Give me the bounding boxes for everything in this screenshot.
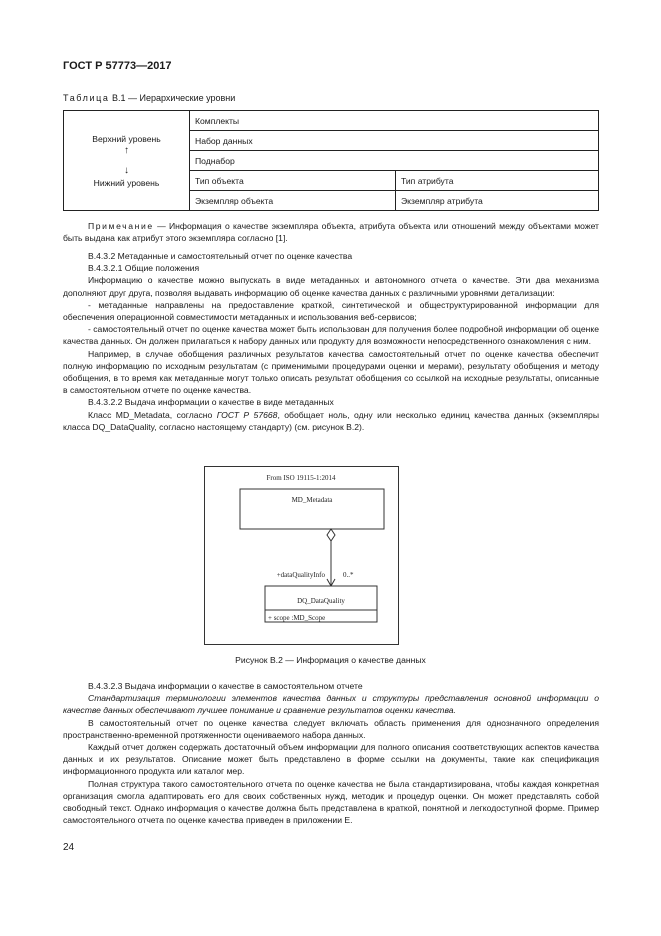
bottom-level-label: Нижний уровень xyxy=(93,177,160,188)
dq-dataquality-class-name: DQ_DataQuality xyxy=(297,597,345,605)
uml-diagram: From ISO 19115-1:2014 MD_Metadata +dataQ… xyxy=(204,466,399,645)
package-label: From ISO 19115-1:2014 xyxy=(267,474,336,482)
body-paragraph: Класс MD_Metadata, согласно ГОСТ Р 57668… xyxy=(63,409,599,433)
section-b4323: В.4.3.2.3 Выдача информации о качестве в… xyxy=(63,680,599,826)
arrow-up-icon: ↑ xyxy=(124,144,129,156)
body-paragraph: В самостоятельный отчет по оценке качест… xyxy=(63,717,599,740)
note-text: — Информация о качестве экземпляра объек… xyxy=(63,221,599,244)
table-caption: Таблица В.1 — Иерархические уровни xyxy=(63,93,235,103)
section-heading: В.4.3.2 Метаданные и самостоятельный отч… xyxy=(88,251,353,261)
standard-reference: ГОСТ Р 57668 xyxy=(216,409,278,420)
hierarchy-levels-table: Верхний уровень ↑ ↓ Нижний уровень Компл… xyxy=(63,110,599,211)
figure-caption: Рисунок В.2 — Информация о качестве данн… xyxy=(235,655,426,665)
dq-dataquality-class-box xyxy=(264,585,378,623)
multiplicity-label: 0..* xyxy=(343,571,354,579)
top-level-label: Верхний уровень xyxy=(92,133,161,144)
text-span: , обобщает ноль, одну или несколько един… xyxy=(63,409,599,432)
document-header: ГОСТ Р 57773—2017 xyxy=(63,60,172,72)
body-paragraph: Информацию о качестве можно выпускать в … xyxy=(63,275,599,298)
body-paragraph: Каждый отчет должен содержать достаточны… xyxy=(63,742,599,777)
section-heading: В.4.3.2.3 Выдача информации о качестве в… xyxy=(88,681,363,691)
arrow-down-icon: ↓ xyxy=(124,164,129,176)
table-caption-prefix: Таблица xyxy=(63,93,110,103)
table-cell: Набор данных xyxy=(189,130,599,151)
md-metadata-class-name: MD_Metadata xyxy=(292,496,334,504)
dq-attribute: + scope :MD_Scope xyxy=(268,614,325,622)
italic-paragraph: Стандартизация терминологии элементов ка… xyxy=(63,693,599,716)
note-label: Примечание xyxy=(88,221,154,231)
text-span: Класс MD_Metadata, согласно xyxy=(88,409,217,420)
section-subheading: В.4.3.2.1 Общие положения xyxy=(88,263,200,274)
body-paragraph: Например, в случае обобщения различных р… xyxy=(63,348,599,396)
note-paragraph: Примечание — Информация о качестве экзем… xyxy=(63,220,599,244)
table-cell: Экземпляр объекта xyxy=(189,190,396,211)
bullet-item: - самостоятельный отчет по оценке качест… xyxy=(63,324,599,347)
table-cell: Экземпляр атрибута xyxy=(395,190,599,211)
aggregation-diamond-icon xyxy=(326,528,336,542)
section-heading: В.4.3.2.2 Выдача информации о качестве в… xyxy=(88,397,334,408)
table-cell: Тип атрибута xyxy=(395,170,599,191)
body-paragraph: Полная структура такого самостоятельного… xyxy=(63,778,599,826)
table-cell: Комплекты xyxy=(189,110,599,131)
table-cell: Тип объекта xyxy=(189,170,396,191)
table-caption-text: В.1 — Иерархические уровни xyxy=(112,93,236,103)
levels-indicator-cell: Верхний уровень ↑ ↓ Нижний уровень xyxy=(63,110,190,211)
table-cell: Поднабор xyxy=(189,150,599,171)
md-metadata-class-box xyxy=(239,488,385,530)
role-label: +dataQualityInfo xyxy=(277,571,326,579)
page-number: 24 xyxy=(63,842,75,853)
bullet-item: - метаданные направлены на предоставлени… xyxy=(63,299,599,323)
section-b432: В.4.3.2 Метаданные и самостоятельный отч… xyxy=(63,250,599,433)
